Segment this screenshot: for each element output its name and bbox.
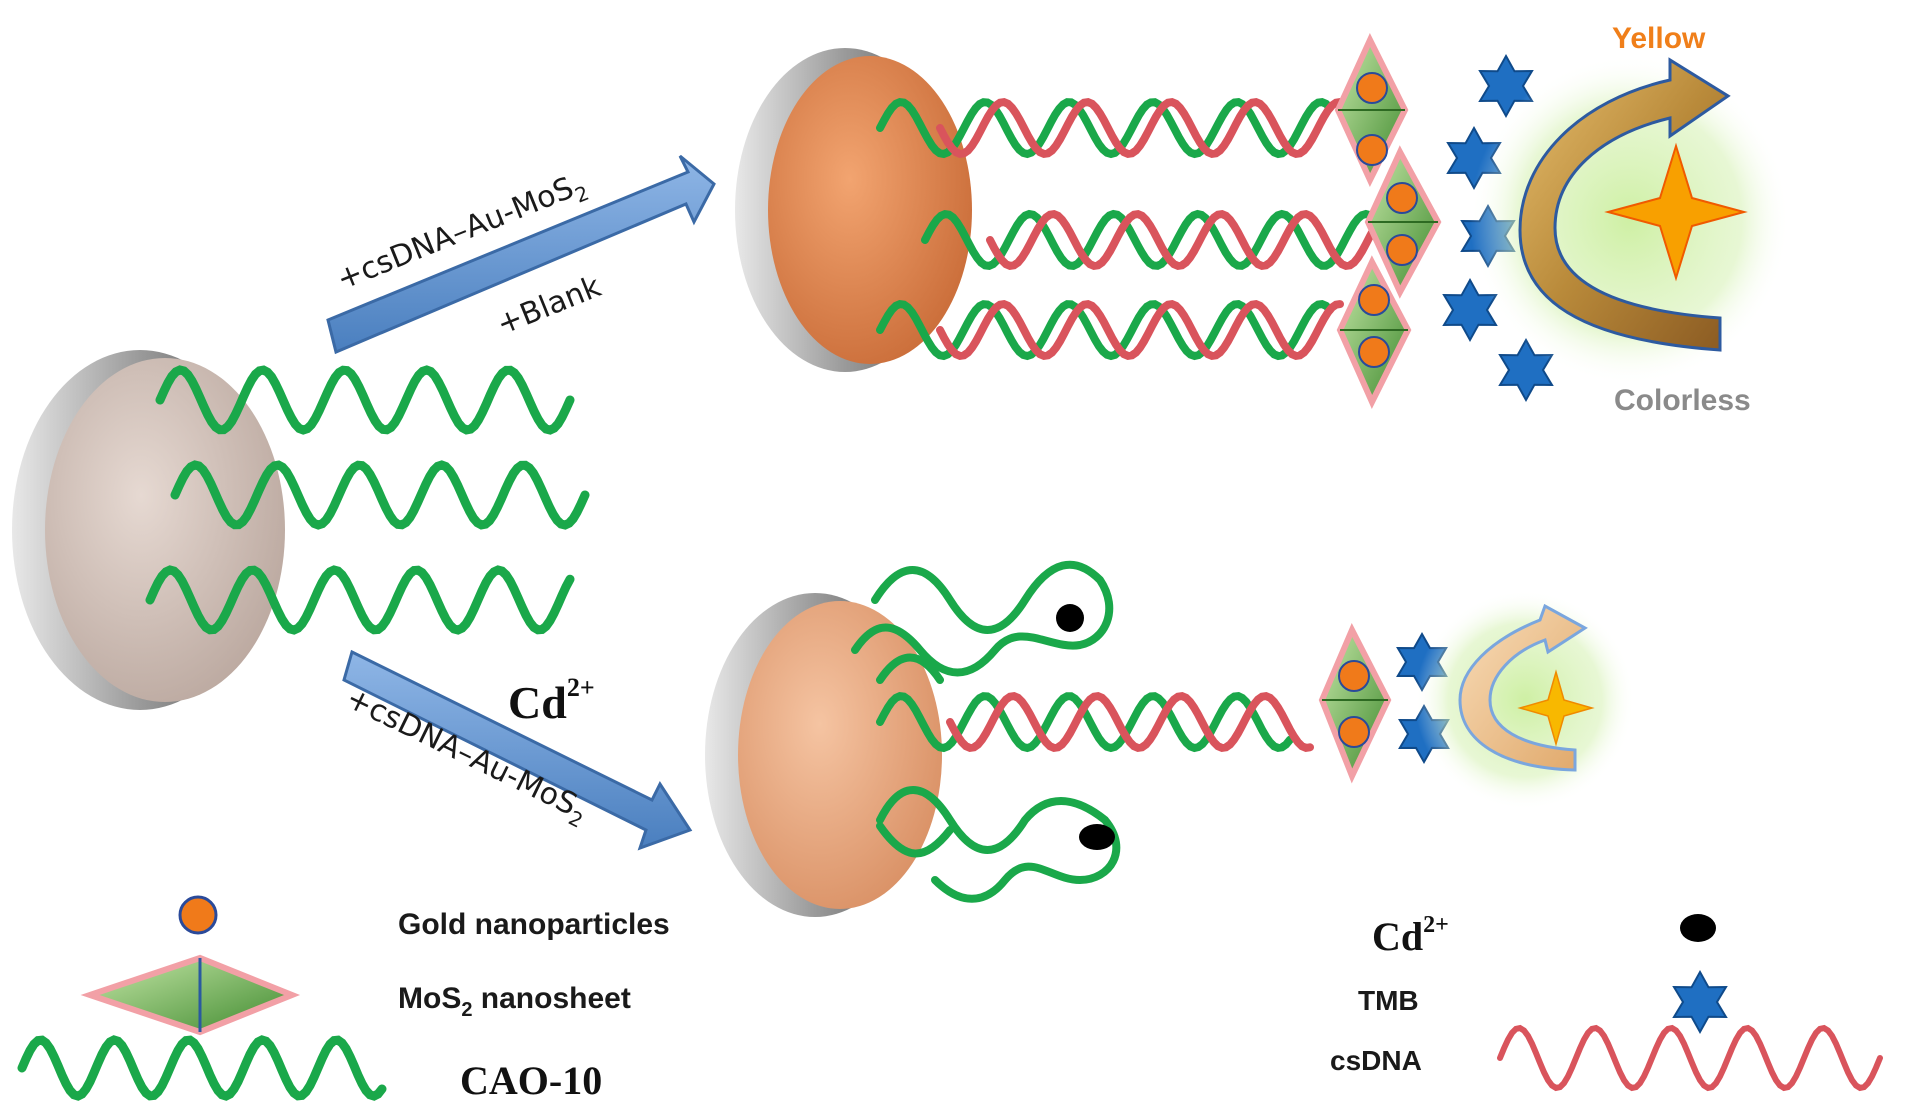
cao-strands-left bbox=[145, 365, 590, 635]
color-change-top bbox=[1470, 55, 1790, 385]
mos2-au-probe-top-2 bbox=[1364, 145, 1442, 299]
cd-ion-bound-1 bbox=[1056, 604, 1084, 632]
legend-mos2-icon bbox=[80, 954, 301, 1036]
legend-cd-label: Cd2+ bbox=[1372, 912, 1449, 959]
gold-nanoparticle bbox=[1338, 660, 1370, 692]
legend: Gold nanoparticles MoS2 nanosheet CAO-10… bbox=[17, 895, 1883, 1103]
legend-gold-label: Gold nanoparticles bbox=[398, 908, 670, 941]
label-yellow: Yellow bbox=[1612, 22, 1706, 55]
duplex-strands-top bbox=[876, 97, 1394, 361]
mos2-au-probe-top-1 bbox=[1334, 33, 1409, 187]
electrode-cd bbox=[705, 593, 942, 917]
gold-nanoparticle bbox=[1338, 716, 1370, 748]
mos2-au-probe-bottom bbox=[1318, 622, 1392, 784]
mos2-au-probe-top-3 bbox=[1336, 255, 1412, 410]
label-colorless: Colorless bbox=[1614, 384, 1751, 417]
arrow-top bbox=[326, 154, 716, 355]
gold-nanoparticle bbox=[1356, 72, 1388, 104]
gold-nanoparticle bbox=[1358, 284, 1390, 316]
legend-gold-icon bbox=[178, 895, 218, 935]
gold-nanoparticle bbox=[1358, 336, 1390, 368]
legend-tmb-label: TMB bbox=[1358, 985, 1419, 1016]
arrow-bottom-ion-label: Cd2+ bbox=[508, 673, 595, 728]
electrode-blank bbox=[735, 48, 972, 372]
folded-aptamers bbox=[851, 560, 1121, 903]
duplex-strand-bottom bbox=[876, 691, 1314, 753]
legend-cao-label: CAO-10 bbox=[460, 1058, 602, 1103]
arrow-bottom bbox=[342, 649, 693, 851]
sparkle-small bbox=[1517, 669, 1595, 747]
legend-cd-icon bbox=[1680, 914, 1716, 942]
legend-csdna-icon bbox=[1497, 1024, 1883, 1092]
color-change-bottom bbox=[1415, 590, 1635, 810]
legend-csdna-label: csDNA bbox=[1330, 1045, 1422, 1076]
legend-cao-icon bbox=[17, 1035, 387, 1101]
gold-nanoparticle bbox=[1356, 134, 1388, 166]
gold-nanoparticle bbox=[1386, 234, 1418, 266]
sparkle-large bbox=[1604, 142, 1748, 282]
legend-tmb-icon bbox=[1672, 969, 1728, 1035]
cd-ion-bound-2 bbox=[1079, 824, 1115, 850]
legend-mos2-label: MoS2 nanosheet bbox=[398, 982, 631, 1021]
gold-nanoparticle bbox=[1386, 182, 1418, 214]
